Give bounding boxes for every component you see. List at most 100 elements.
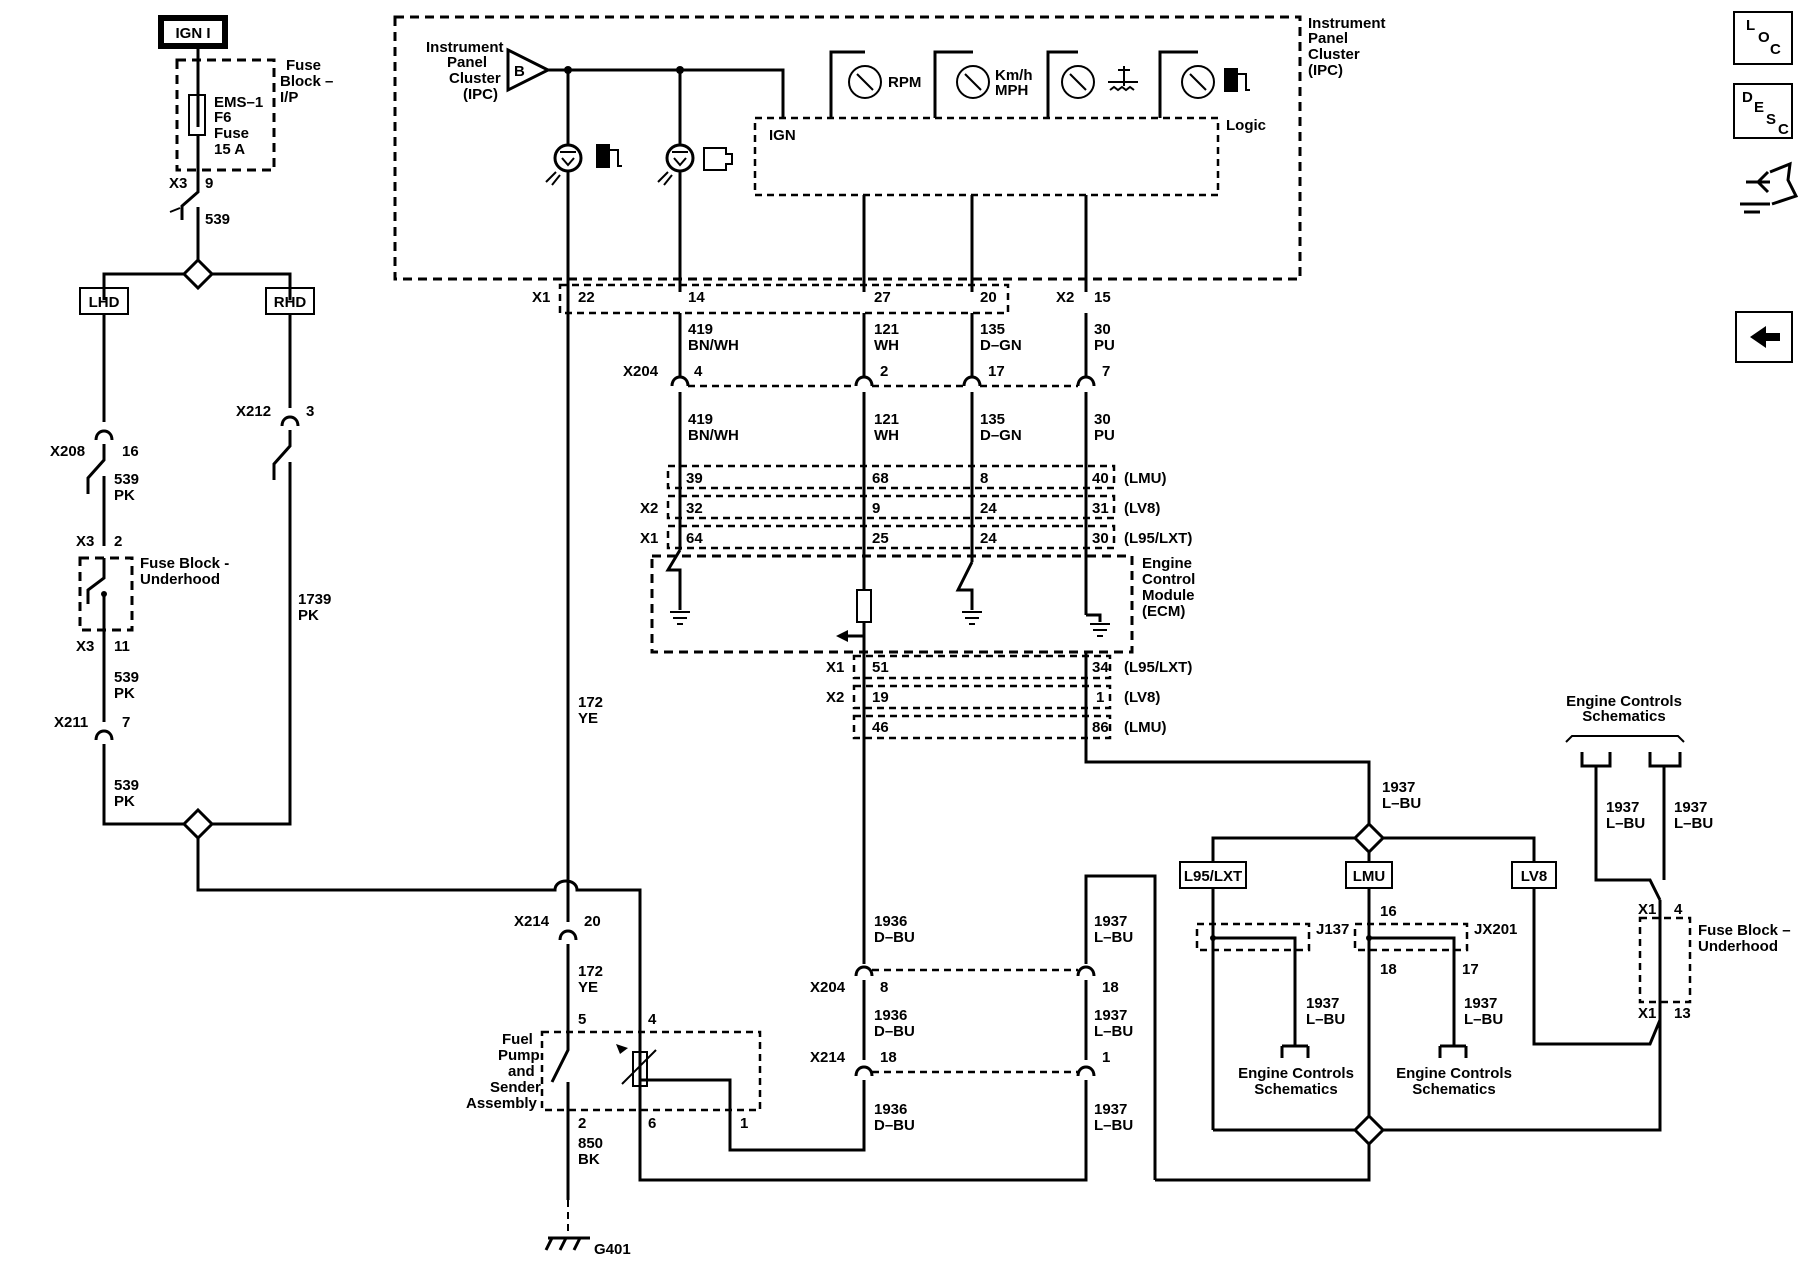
svg-text:8: 8 <box>880 979 888 996</box>
svg-text:(L95/LXT): (L95/LXT) <box>1124 659 1192 676</box>
back-arrow-button[interactable] <box>1735 311 1793 363</box>
svg-text:1937: 1937 <box>1464 995 1497 1012</box>
svg-text:121: 121 <box>874 411 899 428</box>
svg-text:18: 18 <box>1102 979 1119 996</box>
svg-text:X3: X3 <box>76 533 94 550</box>
check-engine-lamp <box>657 143 733 186</box>
svg-text:L–BU: L–BU <box>1094 1023 1133 1040</box>
svg-text:121: 121 <box>874 321 899 338</box>
svg-text:1937: 1937 <box>1606 799 1639 816</box>
svg-text:1: 1 <box>1102 1049 1110 1066</box>
description-nav-button[interactable]: D E S C <box>1733 83 1793 139</box>
svg-text:C: C <box>1778 121 1789 138</box>
svg-text:Fuse: Fuse <box>214 125 249 142</box>
svg-text:5: 5 <box>578 1011 586 1028</box>
svg-text:15 A: 15 A <box>214 141 245 158</box>
svg-text:RPM: RPM <box>888 74 921 91</box>
svg-text:9: 9 <box>205 175 213 192</box>
svg-text:Block –: Block – <box>280 73 333 90</box>
svg-text:L95/LXT: L95/LXT <box>1184 868 1242 885</box>
svg-text:31: 31 <box>1092 500 1109 517</box>
svg-text:C: C <box>1770 41 1781 58</box>
svg-text:Cluster: Cluster <box>449 70 501 87</box>
svg-text:WH: WH <box>874 337 899 354</box>
svg-text:BK: BK <box>578 1151 600 1168</box>
svg-text:16: 16 <box>122 443 139 460</box>
fuel-icon <box>596 144 622 168</box>
tachometer-gauge: RPM <box>829 50 921 118</box>
connector-plug-icon[interactable] <box>1740 161 1799 214</box>
engine-controls-ref-2: Engine Controls Schematics <box>1396 1044 1512 1098</box>
coolant-temp-gauge <box>1046 50 1138 118</box>
svg-text:X214: X214 <box>514 913 550 930</box>
svg-text:F6: F6 <box>214 109 232 126</box>
svg-text:X3: X3 <box>169 175 187 192</box>
svg-text:40: 40 <box>1092 470 1109 487</box>
svg-text:LMU: LMU <box>1353 868 1386 885</box>
ecm-input-connectors: 39 68 8 40 (LMU) X2 32 9 24 31 (LV8) X1 … <box>640 464 1192 550</box>
svg-text:J137: J137 <box>1316 921 1349 938</box>
svg-text:X3: X3 <box>76 638 94 655</box>
svg-text:30: 30 <box>1094 321 1111 338</box>
svg-text:Cluster: Cluster <box>1308 46 1360 63</box>
svg-text:2: 2 <box>880 363 888 380</box>
svg-text:X1: X1 <box>640 530 658 547</box>
fuel-pump-icon <box>1224 68 1250 92</box>
svg-text:X2: X2 <box>826 689 844 706</box>
svg-text:PU: PU <box>1094 427 1115 444</box>
location-nav-button[interactable]: L O C <box>1733 11 1793 65</box>
svg-text:16: 16 <box>1380 903 1397 920</box>
connector-x211 <box>94 729 114 741</box>
svg-text:1: 1 <box>1096 689 1104 706</box>
svg-text:Schematics: Schematics <box>1254 1081 1337 1098</box>
svg-text:B: B <box>514 63 525 80</box>
svg-text:YE: YE <box>578 710 598 727</box>
svg-text:X208: X208 <box>50 443 85 460</box>
svg-text:1739: 1739 <box>298 591 331 608</box>
svg-text:Fuse: Fuse <box>286 57 321 74</box>
svg-text:Underhood: Underhood <box>1698 938 1778 955</box>
svg-text:Engine Controls: Engine Controls <box>1396 1065 1512 1082</box>
svg-text:PK: PK <box>114 685 135 702</box>
svg-text:(IPC): (IPC) <box>463 86 498 103</box>
svg-text:86: 86 <box>1092 719 1109 736</box>
engine-controls-ref-top: Engine Controls Schematics <box>1565 693 1685 768</box>
svg-text:17: 17 <box>1462 961 1479 978</box>
svg-text:46: 46 <box>872 719 889 736</box>
svg-text:11: 11 <box>114 638 130 655</box>
svg-text:(L95/LXT): (L95/LXT) <box>1124 530 1192 547</box>
svg-text:18: 18 <box>880 1049 897 1066</box>
svg-text:PU: PU <box>1094 337 1115 354</box>
svg-text:4: 4 <box>694 363 703 380</box>
svg-text:EMS–1: EMS–1 <box>214 94 263 111</box>
svg-text:22: 22 <box>578 289 595 306</box>
svg-text:X2: X2 <box>640 500 658 517</box>
svg-text:32: 32 <box>686 500 703 517</box>
svg-text:Engine: Engine <box>1142 555 1192 572</box>
svg-text:19: 19 <box>872 689 889 706</box>
svg-text:Control: Control <box>1142 571 1195 588</box>
svg-text:(LV8): (LV8) <box>1124 689 1160 706</box>
svg-text:(LV8): (LV8) <box>1124 500 1160 517</box>
svg-text:1936: 1936 <box>874 913 907 930</box>
svg-text:L–BU: L–BU <box>1674 815 1713 832</box>
svg-text:Instrument: Instrument <box>426 39 504 56</box>
svg-text:1937: 1937 <box>1094 1007 1127 1024</box>
svg-text:Fuel: Fuel <box>502 1031 533 1048</box>
svg-text:O: O <box>1758 29 1770 46</box>
connector-x208 <box>94 429 114 441</box>
svg-text:(LMU): (LMU) <box>1124 470 1166 487</box>
svg-text:Schematics: Schematics <box>1582 708 1665 725</box>
svg-text:X1: X1 <box>532 289 550 306</box>
svg-text:G401: G401 <box>594 1241 631 1258</box>
svg-text:D–BU: D–BU <box>874 1117 915 1134</box>
svg-text:25: 25 <box>872 530 889 547</box>
ipc-battery-input: B <box>506 47 785 118</box>
svg-text:and: and <box>508 1063 535 1080</box>
svg-text:E: E <box>1754 99 1764 116</box>
svg-text:15: 15 <box>1094 289 1111 306</box>
splice-top <box>181 257 215 291</box>
svg-text:1936: 1936 <box>874 1007 907 1024</box>
svg-text:D: D <box>1742 89 1753 106</box>
svg-text:IGN: IGN <box>769 127 796 144</box>
